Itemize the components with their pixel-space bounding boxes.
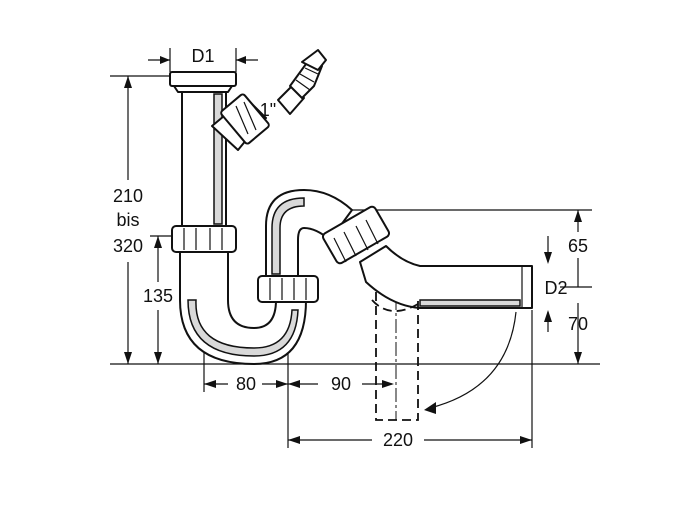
inlet-pipe [169, 71, 267, 227]
side-connector [220, 93, 270, 145]
height-65-label: 65 [568, 236, 588, 256]
d1-label: D1 [191, 46, 214, 66]
alternative-outlet [371, 292, 419, 421]
height-135-label: 135 [143, 286, 173, 306]
outlet-pipe [359, 245, 533, 309]
u-trap [179, 251, 307, 365]
width-80-label: 80 [236, 374, 256, 394]
d2-label: D2 [544, 278, 567, 298]
rotation-arrow [424, 311, 517, 414]
inch-label: 1" [260, 100, 276, 120]
width-90-label: 90 [331, 374, 351, 394]
trap-nut [257, 275, 319, 303]
hose-adaptor [277, 49, 327, 115]
outlet-nut [321, 205, 391, 265]
height-70-label: 70 [568, 314, 588, 334]
inlet-nut [171, 225, 237, 253]
dimension-lines [110, 48, 600, 448]
width-220-label: 220 [383, 430, 413, 450]
height-bis-label: bis [116, 210, 139, 230]
height-210-label: 210 [113, 186, 143, 206]
height-320-label: 320 [113, 236, 143, 256]
